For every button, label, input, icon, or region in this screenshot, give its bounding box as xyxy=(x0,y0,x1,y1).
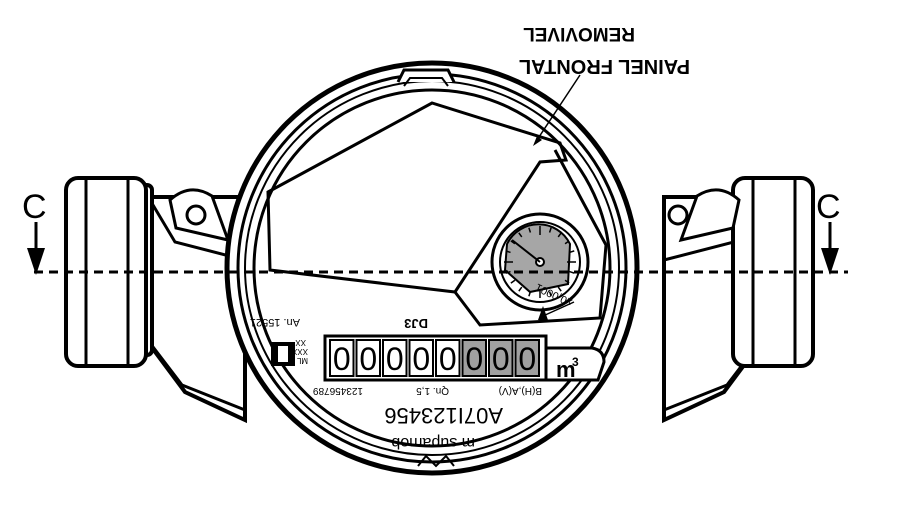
serial-small: 123456789 xyxy=(313,385,363,396)
counter-digit-value: 0 xyxy=(386,341,404,377)
counter-digit: 0 xyxy=(329,339,355,377)
right-fitting xyxy=(662,176,815,424)
dial-tick xyxy=(548,291,552,297)
section-label-right: C xyxy=(816,188,841,226)
section-line: C C xyxy=(22,188,848,275)
specification-text: 123456789 Qn. 1,5 B(H),A(V) A07I123456 m… xyxy=(313,385,542,451)
serial-large: A07I123456 xyxy=(384,403,503,428)
section-arrow-left-icon xyxy=(27,248,45,275)
svg-text:XX: XX xyxy=(295,338,306,347)
dial-tick xyxy=(569,250,575,254)
dial-tick xyxy=(518,286,523,292)
counter-digit: 0 xyxy=(435,339,461,377)
unit-tab: m 3 xyxy=(544,346,606,382)
counter-digit: 0 xyxy=(408,339,434,377)
counter-digit: 0 xyxy=(514,339,540,377)
accuracy-class: B(H),A(V) xyxy=(499,385,542,396)
callout-leader xyxy=(536,74,581,141)
svg-text:ML: ML xyxy=(296,356,308,365)
dial-tick xyxy=(510,279,516,284)
svg-text:XXX: XXX xyxy=(291,347,308,356)
dial-scale-ticks xyxy=(504,226,576,298)
dial-tick xyxy=(528,291,532,297)
flow-direction-icon xyxy=(417,454,455,468)
flow-class: Qn. 1,5 xyxy=(416,385,449,396)
section-label-left: C xyxy=(22,188,47,226)
brand-mark: DJ3 xyxy=(404,316,428,331)
approval-number: An. 15521 xyxy=(250,316,300,328)
approval-mark: XX XXX ML xyxy=(271,338,308,366)
dial-tick xyxy=(548,227,552,233)
small-dial xyxy=(490,212,590,312)
counter-digit-value: 0 xyxy=(359,341,377,377)
counter-digit: 0 xyxy=(355,339,381,377)
counter-digit: 0 xyxy=(488,339,514,377)
counter-digit-value: 0 xyxy=(412,341,430,377)
section-arrow-right-icon xyxy=(821,248,839,275)
front-panel xyxy=(266,101,608,327)
dial-tick xyxy=(564,240,570,245)
dial-arrow-icon xyxy=(538,306,548,320)
unit-exponent: 3 xyxy=(572,355,579,369)
dial-tick xyxy=(518,232,523,238)
dial-tick xyxy=(569,270,575,274)
counter-digit: 0 xyxy=(382,339,408,377)
dial-tick xyxy=(564,279,570,284)
maker-name: m supamob xyxy=(391,434,475,451)
counter-digit: 0 xyxy=(461,339,487,377)
counter-digit-value: 0 xyxy=(492,341,510,377)
callout-line2: PAINEL FRONTAL xyxy=(519,55,690,77)
counter-digit-value: 0 xyxy=(465,341,483,377)
panel-callout: REMOVIVEL PAINEL FRONTAL xyxy=(519,23,690,146)
dial-tick xyxy=(528,227,532,233)
counter-digit-value: 0 xyxy=(333,341,351,377)
dial-tick xyxy=(557,232,562,238)
dial-tick xyxy=(505,250,511,254)
left-fitting xyxy=(64,176,247,424)
unit-label: m xyxy=(556,357,576,382)
counter-digit-value: 0 xyxy=(439,341,457,377)
dial-tick xyxy=(510,240,516,245)
callout-line1: REMOVIVEL xyxy=(523,23,635,44)
approval-text: An. 15521 DJ3 xyxy=(250,316,428,331)
counter-digit-value: 0 xyxy=(518,341,536,377)
dial-tick xyxy=(557,286,562,292)
